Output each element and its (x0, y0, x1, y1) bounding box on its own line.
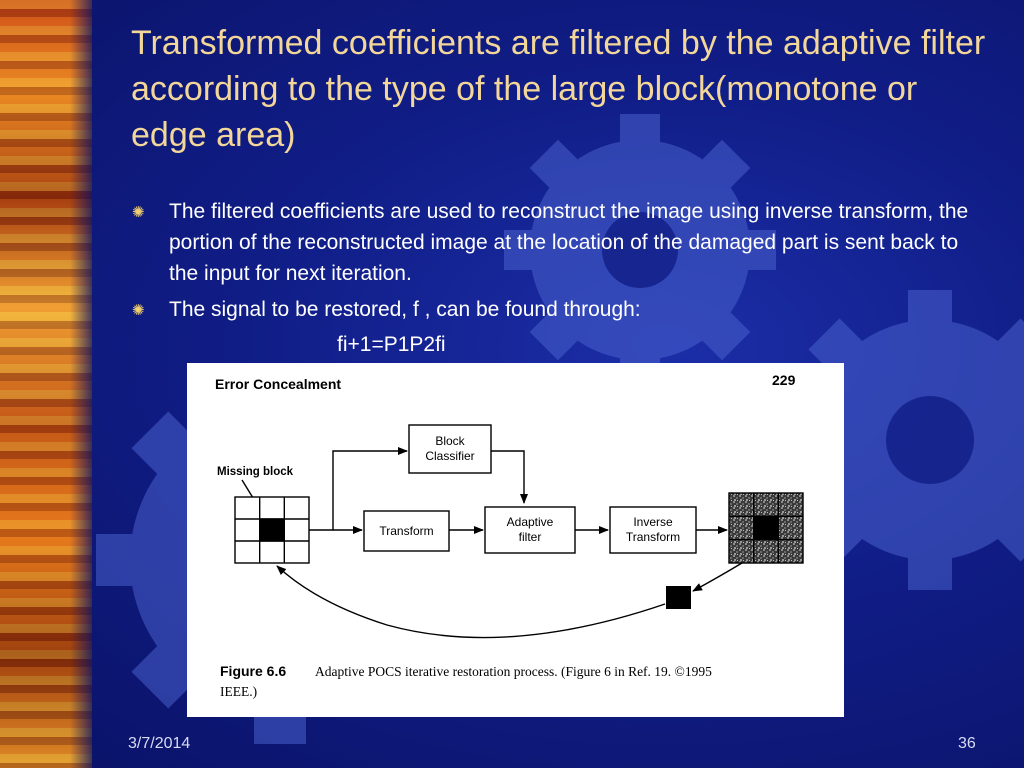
svg-text:Transform: Transform (626, 530, 680, 544)
feedback-block (666, 586, 691, 609)
bullet-text: The filtered coefficients are used to re… (169, 200, 969, 285)
svg-text:Block: Block (435, 434, 465, 448)
svg-text:filter: filter (519, 530, 542, 544)
transform-box: Transform (363, 510, 450, 552)
figure-caption-line2: IEEE.) (220, 684, 257, 699)
bullet-list: ✺ The filtered coefficients are used to … (132, 196, 992, 330)
figure-image: Error Concealment 229 Missing block (187, 363, 844, 717)
asterisk-bullet-icon: ✺ (132, 302, 145, 319)
page-number: 36 (958, 735, 976, 752)
footer-date: 3/7/2014 (128, 735, 191, 752)
asterisk-bullet-icon: ✺ (132, 204, 145, 221)
input-grid (234, 496, 310, 564)
bullet-text: The signal to be restored, f , can be fo… (169, 298, 641, 321)
formula: fi+1=P1P2fi (337, 333, 446, 356)
inverse-transform-box: Inverse Transform (609, 506, 697, 554)
decorative-left-strip (0, 0, 92, 768)
missing-block (258, 518, 285, 542)
figure-header-left: Error Concealment (215, 376, 341, 392)
svg-text:Adaptive: Adaptive (507, 515, 554, 529)
missing-block-label: Missing block (217, 466, 294, 478)
figure-caption-line1: Adaptive POCS iterative restoration proc… (315, 664, 712, 679)
adaptive-filter-box: Adaptive filter (484, 506, 576, 554)
slide-title: Transformed coefficients are filtered by… (131, 24, 986, 154)
figure-caption-label: Figure 6.6 (220, 663, 286, 679)
svg-text:Classifier: Classifier (425, 449, 474, 463)
svg-text:Transform: Transform (379, 524, 433, 538)
bullet-item: ✺ The filtered coefficients are used to … (132, 196, 992, 289)
bullet-item: ✺ The signal to be restored, f , can be … (132, 294, 992, 325)
block-classifier-box: Block Classifier (408, 424, 492, 474)
figure-header-right: 229 (772, 372, 796, 388)
output-grid (728, 492, 804, 564)
svg-text:Inverse: Inverse (633, 515, 673, 529)
